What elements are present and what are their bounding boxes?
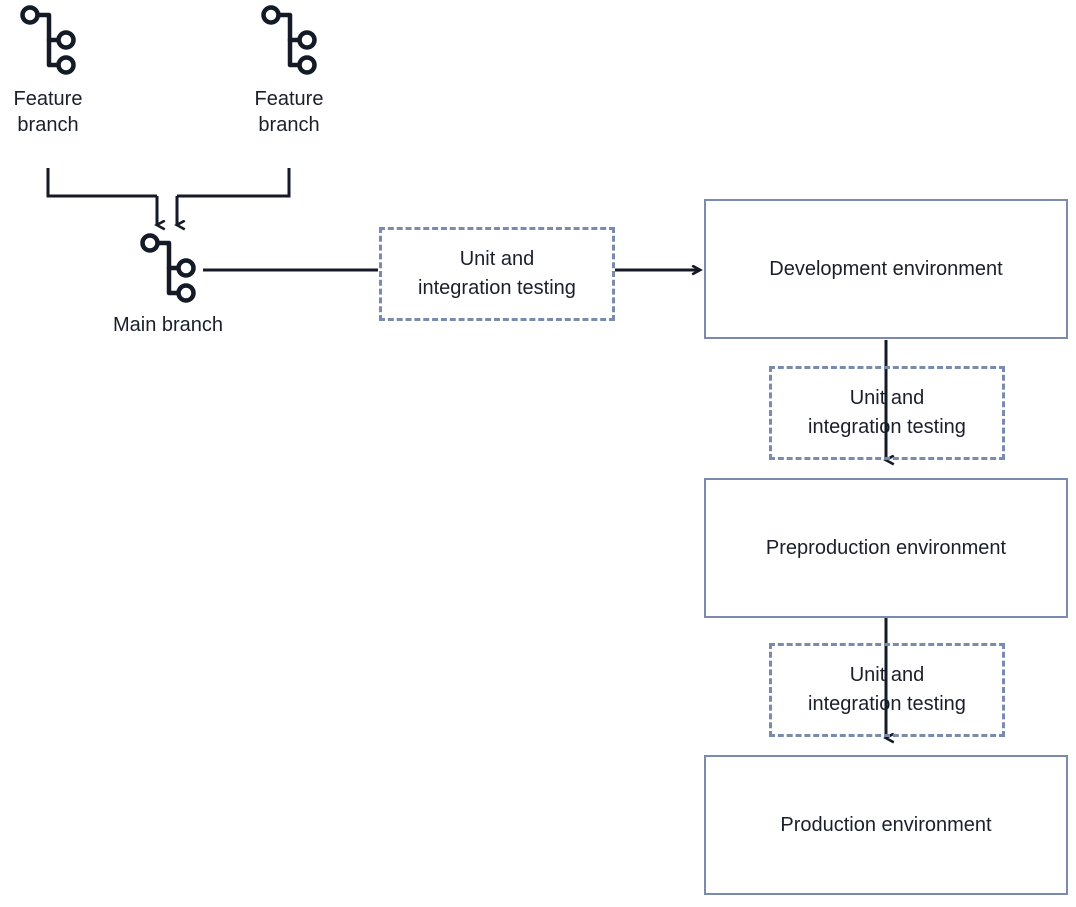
git-branch-icon-feature-1 bbox=[20, 5, 76, 75]
production-environment-box[interactable]: Production environment bbox=[704, 755, 1068, 895]
test-gate-3[interactable]: Unit and integration testing bbox=[769, 643, 1005, 737]
feature2-merge-line bbox=[177, 168, 291, 198]
test-gate-1[interactable]: Unit and integration testing bbox=[379, 227, 615, 321]
preproduction-environment-box[interactable]: Preproduction environment bbox=[704, 478, 1068, 618]
production-environment-label: Production environment bbox=[780, 813, 992, 836]
development-environment-label: Development environment bbox=[769, 257, 1003, 280]
test-gate-2[interactable]: Unit and integration testing bbox=[769, 366, 1005, 460]
development-environment-box[interactable]: Development environment bbox=[704, 199, 1068, 339]
git-branch-icon-feature-2 bbox=[261, 5, 317, 75]
git-branch-icon-main bbox=[140, 233, 196, 303]
test-gate-3-label: Unit and integration testing bbox=[808, 664, 966, 715]
feature1-merge-line bbox=[46, 168, 157, 198]
test-gate-1-label: Unit and integration testing bbox=[418, 248, 576, 299]
preproduction-environment-label: Preproduction environment bbox=[765, 536, 1007, 559]
test-gate-2-label: Unit and integration testing bbox=[808, 387, 966, 438]
